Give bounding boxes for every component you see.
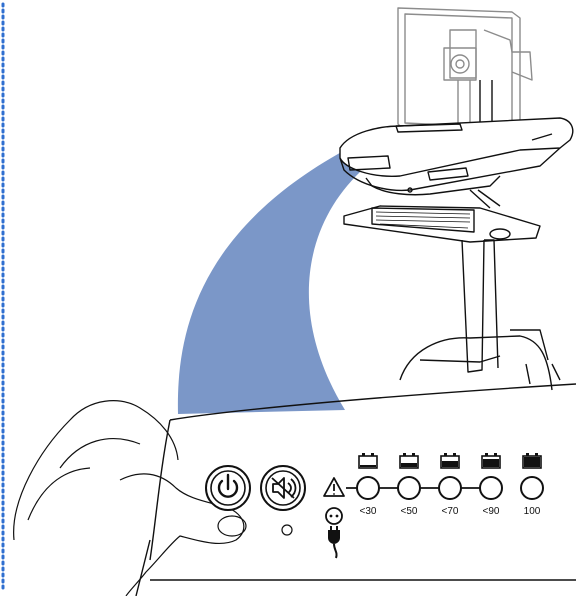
battery-level-label: <70 (442, 506, 459, 517)
battery-fill (483, 459, 499, 467)
battery-indicator-led (356, 476, 380, 500)
warning-triangle-icon (323, 477, 345, 497)
battery-indicator-led (397, 476, 421, 500)
status-led (281, 524, 293, 536)
battery-icon (440, 453, 460, 469)
battery-level-label: <30 (360, 506, 377, 517)
monitor (397, 7, 533, 150)
battery-level-1: <30 (356, 453, 380, 517)
battery-level-label: 100 (524, 506, 541, 517)
battery-icon (522, 453, 542, 469)
highlight-beam (177, 150, 360, 414)
control-panel-outline (135, 383, 576, 596)
battery-indicator-led (520, 476, 544, 500)
ac-indicator (325, 507, 343, 525)
battery-fill (401, 463, 417, 467)
battery-indicator-led (479, 476, 503, 500)
cart-illustration (339, 7, 574, 391)
battery-fill (442, 461, 458, 467)
battery-fill (360, 465, 376, 467)
battery-icon (481, 453, 501, 469)
base (399, 329, 561, 391)
battery-indicator-led (438, 476, 462, 500)
ac-plug-icon (328, 526, 340, 559)
control-panel-left-edge (149, 419, 171, 561)
battery-level-2: <50 (397, 453, 421, 517)
speaker-mute-icon (271, 477, 297, 499)
power-button[interactable] (205, 465, 251, 511)
battery-fill (524, 457, 540, 467)
battery-gauge: <30 <50 <70 <90 100 (346, 453, 544, 517)
battery-level-label: <50 (401, 506, 418, 517)
work-surface (339, 117, 574, 196)
fingertip (217, 515, 247, 537)
battery-level-3: <70 (438, 453, 462, 517)
hand-sketch (13, 400, 245, 596)
handle-slot (347, 155, 391, 171)
column (461, 239, 499, 373)
battery-level-5: 100 (520, 453, 544, 517)
battery-icon (399, 453, 419, 469)
mute-button[interactable] (260, 465, 306, 511)
battery-icon (358, 453, 378, 469)
battery-level-label: <90 (483, 506, 500, 517)
keyboard-tray (343, 189, 541, 243)
mouse (489, 228, 511, 240)
power-icon (217, 473, 239, 498)
battery-level-4: <90 (479, 453, 503, 517)
